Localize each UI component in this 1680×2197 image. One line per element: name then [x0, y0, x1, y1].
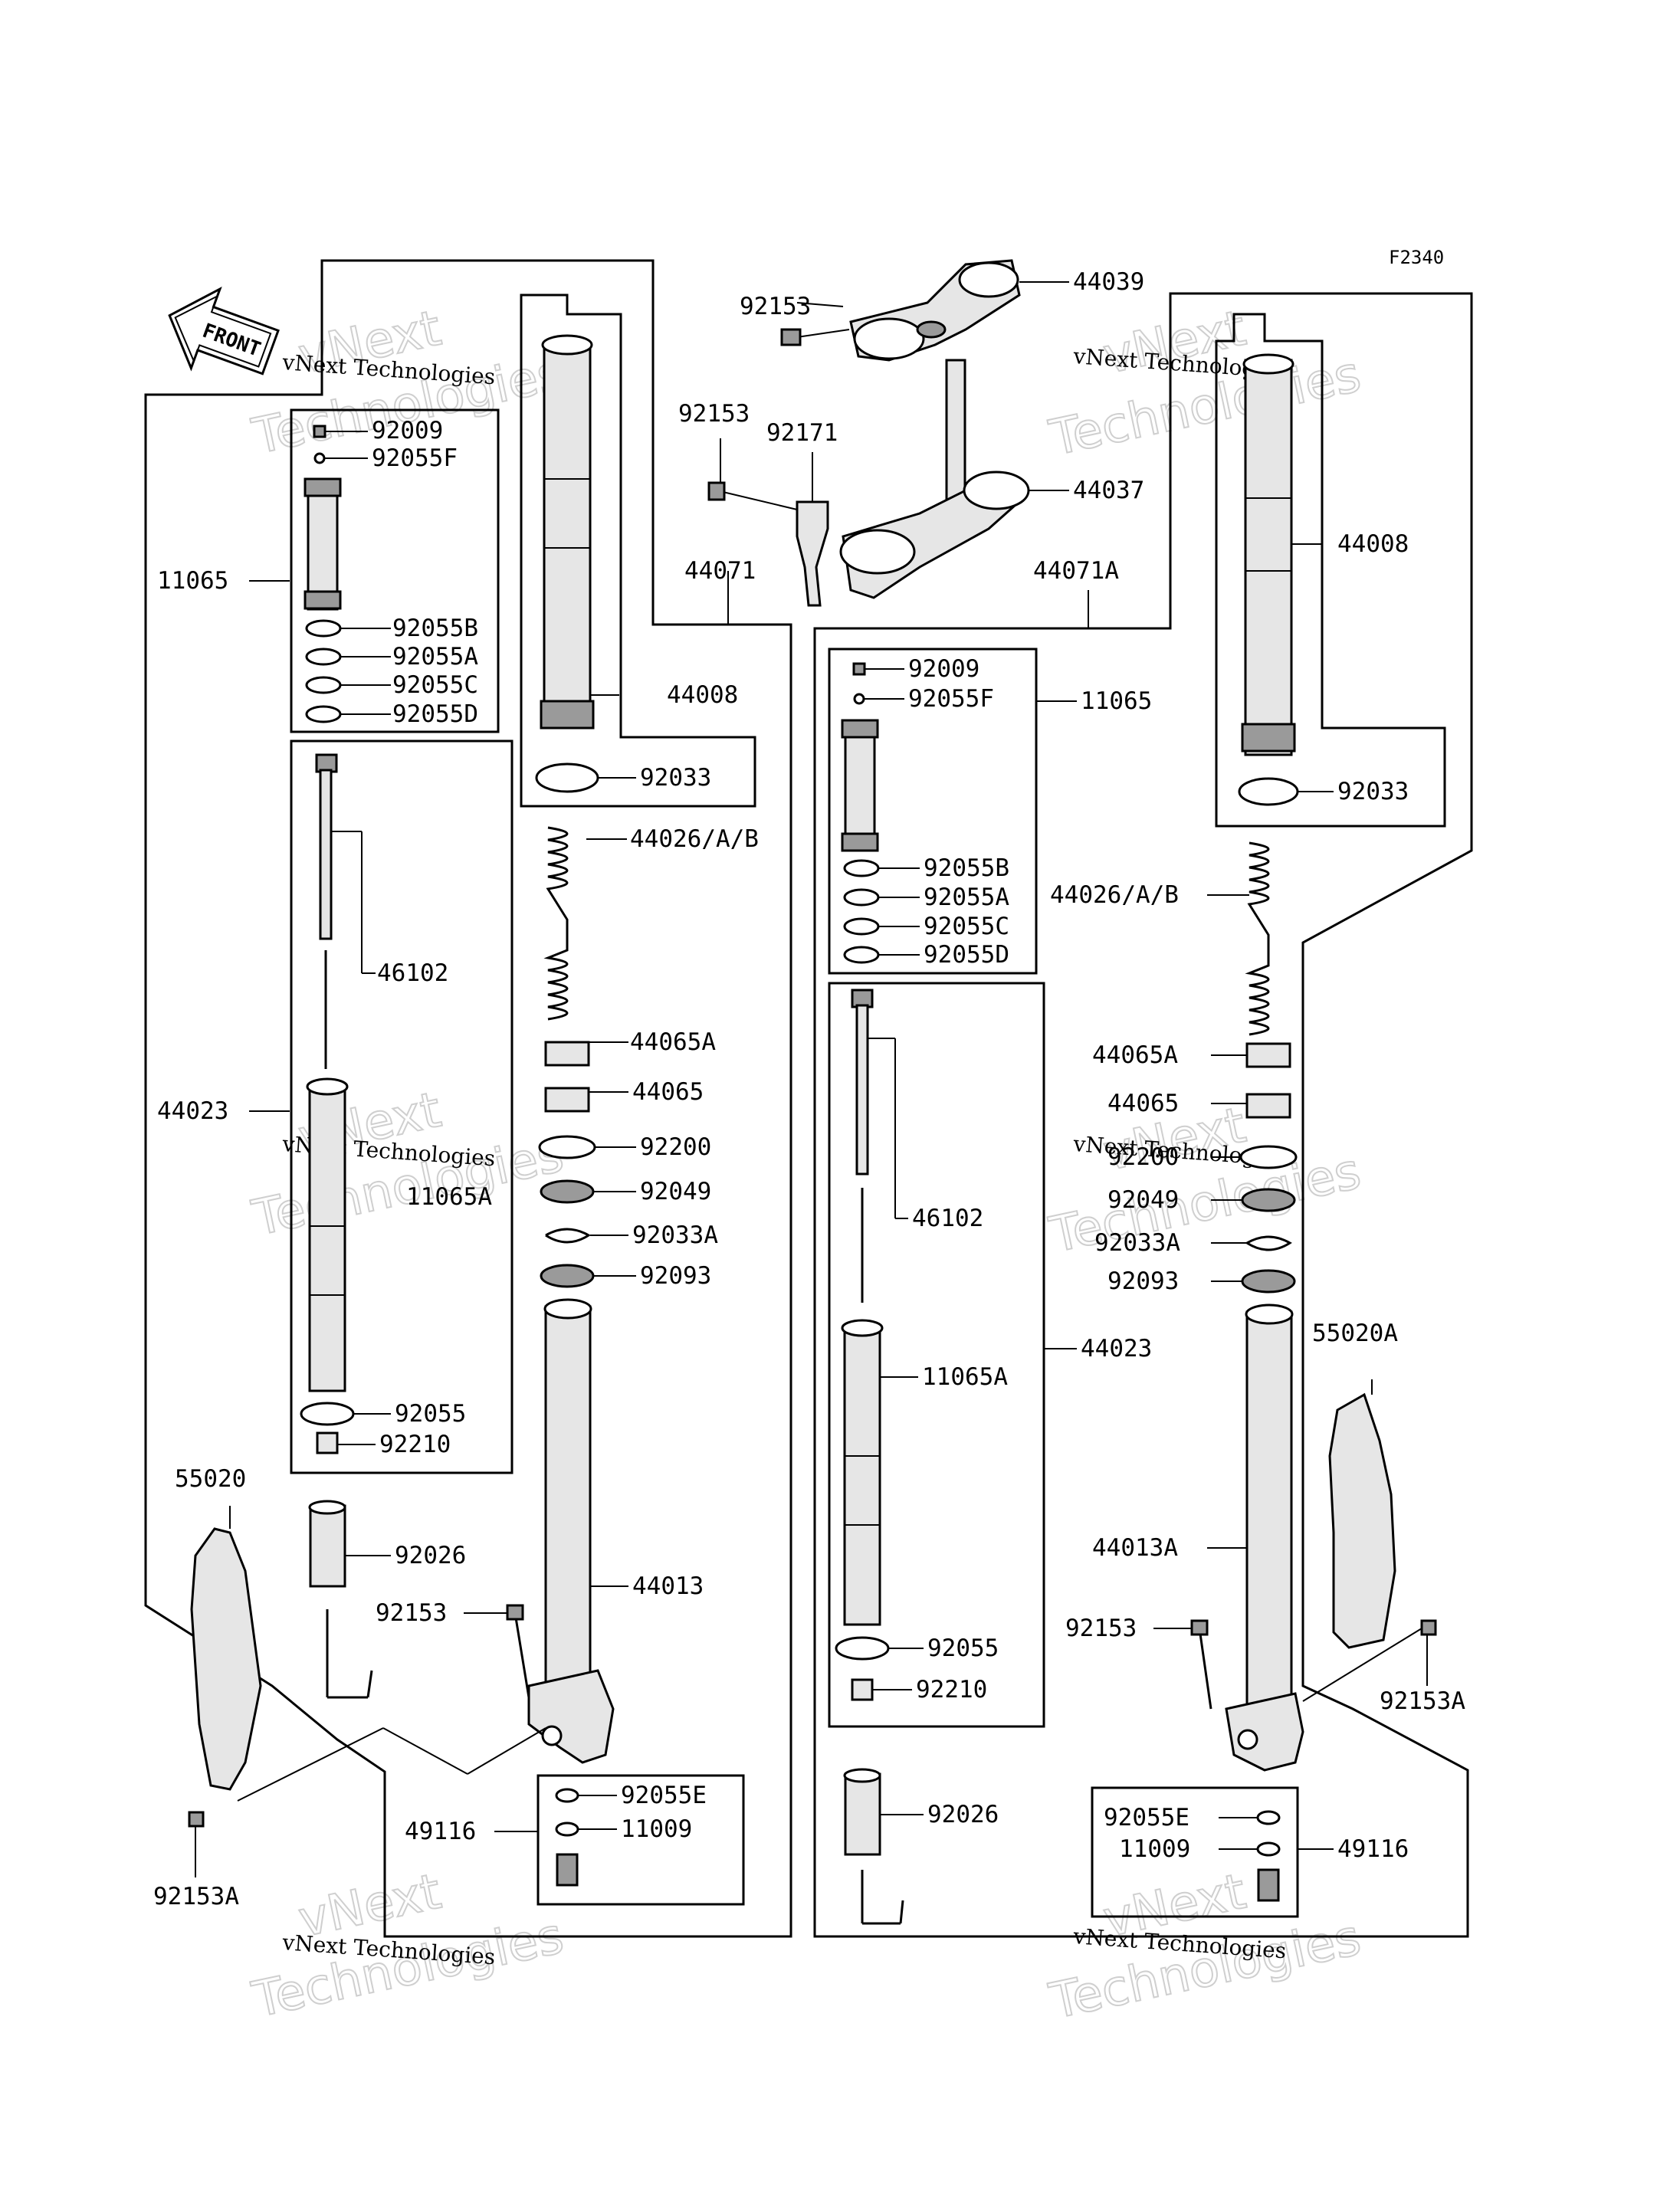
label-92055A-right: 92055A — [924, 884, 1009, 911]
label-92055E-left: 92055E — [621, 1782, 707, 1809]
label-44013A: 44013A — [1092, 1534, 1178, 1562]
leader-lines — [195, 281, 1428, 1877]
label-92055C-left: 92055C — [392, 671, 478, 699]
left-part-92009 — [313, 425, 326, 438]
right-box-44023 — [828, 982, 1045, 1728]
bottom-triple-clamp — [707, 359, 1030, 607]
label-92153-top-b: 92153 — [678, 400, 750, 428]
label-92033-left: 92033 — [640, 764, 711, 792]
top-labels: 92153 44039 92153 92171 44037 — [678, 268, 1144, 504]
label-49116-left: 49116 — [405, 1818, 476, 1845]
label-92093-left: 92093 — [640, 1262, 711, 1290]
right-labels: 44071A 92009 92055F 11065 92055B 92055A … — [908, 530, 1465, 1863]
label-44065-right: 44065 — [1107, 1090, 1179, 1117]
label-92055B-right: 92055B — [924, 854, 1009, 882]
label-92055-right: 92055 — [927, 1635, 999, 1662]
label-55020: 55020 — [175, 1465, 246, 1493]
label-92033A-left: 92033A — [632, 1221, 718, 1249]
label-44008-left: 44008 — [667, 681, 738, 709]
label-11065-left: 11065 — [157, 567, 228, 595]
label-46102-right: 46102 — [912, 1205, 983, 1232]
right-box-11065 — [828, 648, 1038, 975]
label-92055B-left: 92055B — [392, 615, 478, 642]
label-92153-left: 92153 — [376, 1599, 447, 1627]
left-box-11065 — [290, 408, 500, 733]
label-44071A: 44071A — [1033, 557, 1119, 585]
label-92055F-left: 92055F — [372, 444, 458, 472]
label-92171: 92171 — [766, 419, 838, 447]
label-92055-left: 92055 — [395, 1400, 466, 1428]
label-92210-right: 92210 — [916, 1676, 987, 1703]
watermark-mid-right: vNext Technologies — [1044, 1097, 1367, 1265]
left-parts — [188, 334, 615, 1887]
label-46102-left: 46102 — [377, 959, 448, 987]
label-92153A-left: 92153A — [153, 1883, 239, 1910]
label-92093-right: 92093 — [1107, 1267, 1179, 1295]
label-49116-right: 49116 — [1337, 1835, 1409, 1863]
label-92055D-right: 92055D — [924, 941, 1009, 969]
label-92200-left: 92200 — [640, 1133, 711, 1161]
label-92026-left: 92026 — [395, 1542, 466, 1569]
label-44065A-left: 44065A — [630, 1028, 716, 1056]
right-fork-outline — [813, 292, 1473, 1938]
label-92055E-right: 92055E — [1104, 1804, 1189, 1831]
label-44026-right: 44026/A/B — [1050, 881, 1179, 909]
label-44008-right: 44008 — [1337, 530, 1409, 558]
front-arrow-icon: FRONT — [168, 286, 280, 375]
left-labels: 92009 92055F 11065 92055B 92055A 92055C … — [153, 417, 759, 1910]
label-11065A-right: 11065A — [922, 1363, 1008, 1391]
right-parts — [835, 353, 1437, 1925]
label-11065-right: 11065 — [1081, 687, 1152, 715]
label-11009-right: 11009 — [1119, 1835, 1190, 1863]
label-92055D-left: 92055D — [392, 700, 478, 728]
label-11065A-left: 11065A — [406, 1183, 492, 1211]
left-spring-44026 — [543, 826, 569, 1021]
label-92033-right: 92033 — [1337, 778, 1409, 805]
label-44023-right: 44023 — [1081, 1335, 1152, 1362]
label-44071: 44071 — [684, 557, 756, 585]
right-box-44008 — [1215, 313, 1446, 828]
label-11009-left: 11009 — [621, 1815, 692, 1843]
label-92026-right: 92026 — [927, 1801, 999, 1828]
figure-code: F2340 — [1389, 247, 1444, 268]
label-92055C-right: 92055C — [924, 913, 1009, 940]
left-box-44023 — [290, 739, 514, 1474]
label-92153-top-a: 92153 — [740, 293, 811, 320]
label-92210-left: 92210 — [379, 1431, 451, 1458]
label-44026-left: 44026/A/B — [630, 825, 759, 853]
label-44065A-right: 44065A — [1092, 1041, 1178, 1069]
label-92033A-right: 92033A — [1094, 1229, 1180, 1257]
label-92009-right: 92009 — [908, 655, 979, 683]
left-fork-outline — [144, 259, 792, 1938]
label-44039: 44039 — [1073, 268, 1144, 296]
label-92055A-left: 92055A — [392, 643, 478, 671]
left-part-92055F — [313, 452, 326, 464]
label-44037: 44037 — [1073, 477, 1144, 504]
label-44013: 44013 — [632, 1572, 704, 1600]
left-box-49116 — [536, 1774, 745, 1906]
label-92153A-right: 92153A — [1380, 1687, 1465, 1715]
label-92055F-right: 92055F — [908, 685, 994, 713]
label-92049-right: 92049 — [1107, 1186, 1179, 1214]
left-box-44008 — [520, 293, 756, 808]
label-44065-left: 44065 — [632, 1078, 704, 1106]
label-44023-left: 44023 — [157, 1097, 228, 1125]
left-part-11065 — [307, 477, 339, 611]
label-92009-left: 92009 — [372, 417, 443, 444]
label-92153-right: 92153 — [1065, 1615, 1137, 1642]
label-55020A: 55020A — [1312, 1320, 1398, 1347]
right-box-49116 — [1091, 1786, 1299, 1918]
label-92049-left: 92049 — [640, 1178, 711, 1205]
label-92200-right: 92200 — [1107, 1143, 1179, 1171]
top-triple-clamp — [780, 259, 1021, 362]
